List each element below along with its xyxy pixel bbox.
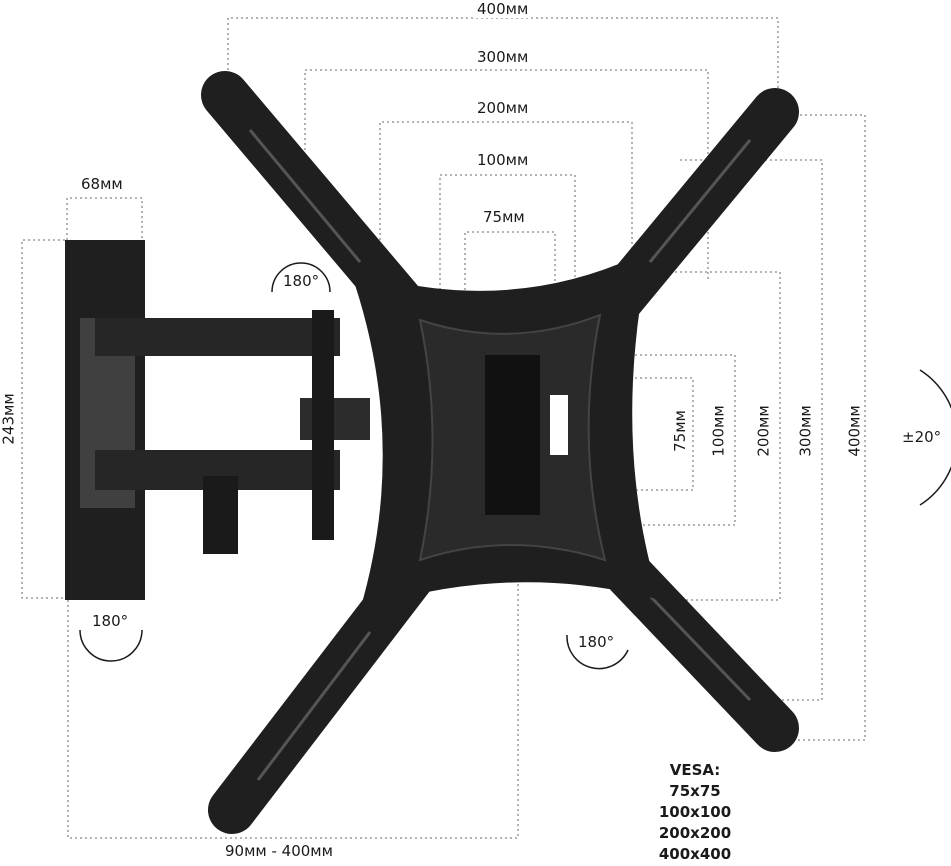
arm-clip [203,476,238,554]
wall-plate [65,240,145,600]
dim-extension: 90мм - 400мм [222,842,336,860]
dim-68: 68мм [78,175,126,193]
dim-line-200-top [379,121,633,280]
vesa-size: 100x100 [658,803,732,821]
dim-line-300-top [304,69,709,280]
tilt-bracket [485,355,540,515]
rotation-arrows [79,262,951,670]
vesa-size: 400x400 [658,845,732,863]
tilt-arrow [919,369,951,506]
dim-line-200-right [640,271,781,601]
dim-line-400-top [227,17,779,95]
vesa-size: 75x75 [669,782,721,800]
dim-243: 243мм [0,390,18,448]
plate-slot [550,395,568,455]
dim-400-top: 400мм [474,0,532,18]
upper-arm [95,318,340,356]
swivel-top-label: 180° [283,272,320,290]
vesa-title: VESA: [669,761,721,779]
dim-75-top: 75мм [480,208,528,226]
dim-300-top: 300мм [474,48,532,66]
dim-line-100-right [570,354,736,526]
dim-100-top: 100мм [474,151,532,169]
tilt-label: ±20° [902,428,942,446]
rotate-arrow-top [271,262,331,293]
dim-400-right: 400мм [845,402,864,460]
dim-line-extension [67,560,519,839]
dim-line-243 [21,239,75,599]
dim-line-68 [66,197,143,240]
dim-200-top: 200мм [474,99,532,117]
dim-75-right: 75мм [670,407,689,455]
middle-arm [300,398,370,440]
arm-pivot [312,310,334,540]
rotate-arrow-wall [79,629,143,662]
dim-100-right: 100мм [709,402,728,460]
arm-slots [248,129,752,781]
vesa-size: 200x200 [658,824,732,842]
swivel-plate-label: 180° [578,633,615,651]
rotate-arrow-plate [566,634,629,670]
swivel-wall-label: 180° [92,612,129,630]
vesa-list: VESA: 75x75 100x100 200x200 400x400 [655,760,735,865]
tv-mount [65,71,799,834]
dim-300-right: 300мм [796,402,815,460]
dim-200-right: 200мм [754,402,773,460]
